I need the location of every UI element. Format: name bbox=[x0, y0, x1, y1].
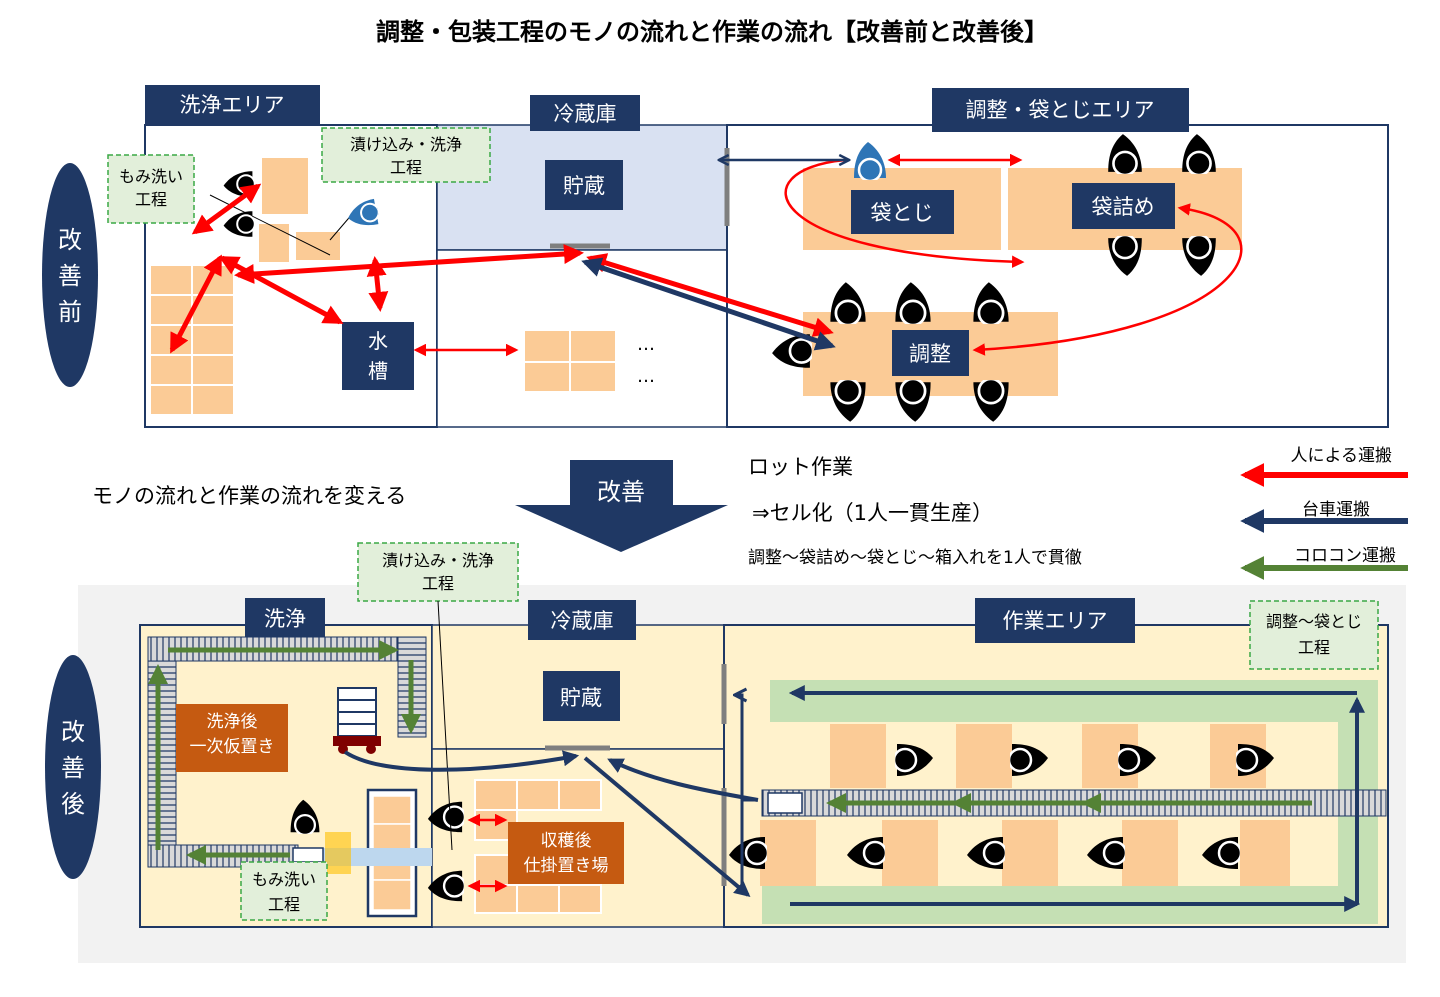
detail-text: 調整～袋詰め～袋とじ～箱入れを1人で貫徹 bbox=[748, 548, 1082, 568]
legend-label-3: コロコン運搬 bbox=[1294, 546, 1396, 566]
after-side-label-3: 後 bbox=[61, 790, 85, 818]
before-crate-stack bbox=[149, 264, 235, 416]
before-storage-label: 貯蔵 bbox=[563, 174, 605, 198]
improve-arrow bbox=[515, 460, 728, 552]
before-side-label-1: 改 bbox=[58, 226, 82, 254]
before-momi-note-2: 工程 bbox=[135, 190, 167, 209]
legend: 人による運搬 台車運搬 コロコン運搬 bbox=[1240, 446, 1408, 580]
before-tank-box bbox=[342, 322, 414, 390]
before-section: 改 善 前 洗浄エリア 冷蔵庫 調整・袋とじエリア 貯蔵 bbox=[42, 85, 1389, 428]
temp-place-box bbox=[176, 704, 288, 772]
after-side-label-2: 善 bbox=[61, 754, 85, 782]
before-tsuke-note-1: 漬け込み・洗浄 bbox=[350, 135, 462, 154]
before-dots-2: … bbox=[637, 366, 655, 387]
harvest-place-label-1: 収穫後 bbox=[541, 831, 592, 851]
after-cold-label: 冷蔵庫 bbox=[551, 609, 614, 633]
before-adjust-label: 調整・袋とじエリア bbox=[966, 98, 1155, 122]
after-momi-note-box bbox=[240, 861, 328, 921]
after-tsuke-note-2: 工程 bbox=[422, 574, 454, 593]
before-tsuke-note-2: 工程 bbox=[390, 158, 422, 177]
before-tsuke-note-box bbox=[321, 127, 491, 183]
bag-close-label: 袋とじ bbox=[871, 201, 934, 225]
middle-section: モノの流れと作業の流れを変える 改善 ロット作業 ⇒セル化（1人一貫生産） 調整… bbox=[92, 446, 1408, 580]
after-wash-label: 洗浄 bbox=[264, 607, 306, 631]
before-side-label-3: 前 bbox=[58, 298, 82, 326]
legend-label-2: 台車運搬 bbox=[1302, 500, 1370, 520]
before-side-label-2: 善 bbox=[58, 262, 82, 290]
after-wash-label-box bbox=[245, 598, 325, 638]
adjust-label: 調整 bbox=[909, 342, 951, 366]
legend-label-1: 人による運搬 bbox=[1291, 446, 1393, 466]
temp-place-label-1: 洗浄後 bbox=[207, 712, 258, 732]
harvest-place-box bbox=[508, 822, 624, 884]
before-wash-label: 洗浄エリア bbox=[180, 93, 285, 117]
after-tsuke-note-1: 漬け込み・洗浄 bbox=[382, 551, 494, 570]
after-section: 改 善 後 洗浄 冷蔵庫 作業エリア 貯蔵 洗浄 bbox=[45, 542, 1406, 963]
temp-place-label-2: 一次仮置き bbox=[190, 737, 275, 757]
before-wash-label-box bbox=[145, 85, 320, 125]
improve-arrow-label: 改善 bbox=[597, 478, 645, 506]
harvest-place-label-2: 仕掛置き場 bbox=[524, 856, 609, 876]
adjust-box bbox=[892, 330, 969, 376]
after-side-oval bbox=[45, 655, 101, 879]
before-momi-note-1: もみ洗い bbox=[119, 167, 183, 186]
middle-left-text: モノの流れと作業の流れを変える bbox=[92, 484, 406, 508]
after-adjust-note-box bbox=[1249, 600, 1379, 670]
lot-work-text: ロット作業 bbox=[748, 455, 853, 479]
bag-close-box bbox=[851, 190, 954, 234]
before-side-oval bbox=[42, 163, 98, 387]
before-tank-label-2: 槽 bbox=[368, 359, 388, 383]
before-momi-note-box bbox=[107, 154, 195, 224]
after-momi-note-1: もみ洗い bbox=[252, 870, 316, 889]
after-side-label-1: 改 bbox=[61, 718, 85, 746]
before-cold-label: 冷蔵庫 bbox=[554, 102, 617, 126]
bag-fill-label: 袋詰め bbox=[1092, 195, 1155, 219]
after-cold-label-box bbox=[528, 600, 636, 640]
after-storage-box bbox=[543, 671, 620, 721]
after-work-label-box bbox=[975, 598, 1135, 643]
before-cold-label-box bbox=[530, 95, 640, 131]
page-title: 調整・包装工程のモノの流れと作業の流れ【改善前と改善後】 bbox=[376, 18, 1048, 46]
after-momi-note-2: 工程 bbox=[268, 895, 300, 914]
before-adjust-label-box bbox=[932, 88, 1189, 132]
cell-text: ⇒セル化（1人一貫生産） bbox=[752, 501, 993, 525]
before-dots-1: … bbox=[637, 334, 655, 355]
after-tsuke-note-box bbox=[357, 542, 519, 602]
after-adjust-note-1: 調整～袋とじ bbox=[1266, 612, 1362, 631]
before-tank-label-1: 水 bbox=[368, 329, 388, 353]
before-storage-box bbox=[545, 160, 623, 210]
after-storage-label: 貯蔵 bbox=[560, 686, 602, 710]
after-work-label: 作業エリア bbox=[1003, 609, 1108, 633]
cart-icon bbox=[333, 687, 381, 754]
after-adjust-note-2: 工程 bbox=[1298, 638, 1330, 657]
